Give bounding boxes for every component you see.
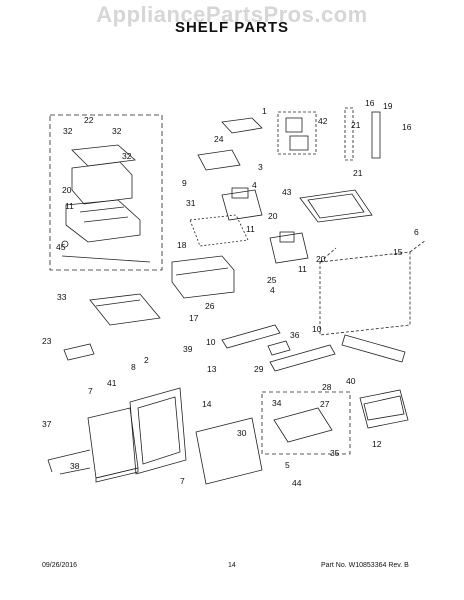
- callout: 19: [383, 101, 393, 111]
- side-rail-left: [344, 107, 354, 161]
- callout: 22: [84, 115, 94, 125]
- door-frame-8: [129, 387, 187, 475]
- cabinet-outline: [319, 251, 411, 336]
- knob-part: [61, 240, 69, 248]
- drawer-front-right: [195, 417, 263, 485]
- callout: 29: [254, 364, 264, 374]
- footer-date: 09/26/2016: [42, 562, 78, 569]
- callout: 6: [414, 227, 419, 237]
- callout: 39: [183, 344, 193, 354]
- callout: 21: [353, 168, 363, 178]
- callout: 16: [365, 98, 375, 108]
- callout-labels: 1 2 3 4 4 5 6 7 7 8 9 10 10 11 11 11 12 …: [42, 98, 419, 488]
- callout: 23: [42, 336, 52, 346]
- side-rail-right: [371, 111, 381, 159]
- bin-23: [63, 343, 95, 361]
- callout: 24: [214, 134, 224, 144]
- drawer-front-left: [87, 407, 139, 479]
- callout: 14: [202, 399, 212, 409]
- callout: 26: [205, 301, 215, 311]
- callout: 32: [112, 126, 122, 136]
- shelf-glass-1: [221, 117, 263, 134]
- callout: 44: [292, 478, 302, 488]
- bracket-36: [267, 340, 291, 356]
- callout: 32: [122, 151, 132, 161]
- callout: 4: [270, 285, 275, 295]
- shelf-frame-43: [299, 189, 373, 223]
- callout: 38: [70, 461, 80, 471]
- callout: 20: [316, 254, 326, 264]
- callout: 15: [393, 247, 403, 257]
- callout: 7: [180, 476, 185, 486]
- drawer-18: [171, 255, 235, 299]
- callout: 8: [131, 362, 136, 372]
- cover-33: [89, 293, 161, 326]
- callout: 21: [351, 120, 361, 130]
- callout: 3: [258, 162, 263, 172]
- bin-12: [359, 389, 409, 429]
- callout: 30: [237, 428, 247, 438]
- callout: 34: [272, 398, 282, 408]
- callout: 11: [246, 224, 255, 234]
- callout: 11: [65, 201, 74, 211]
- callout: 37: [42, 419, 52, 429]
- callout: 9: [182, 178, 187, 188]
- callout: 41: [107, 378, 117, 388]
- crisper-drawer-lower: [65, 199, 141, 243]
- shelf-glass-9: [197, 149, 241, 171]
- callout: 28: [322, 382, 332, 392]
- callout: 12: [372, 439, 382, 449]
- callout: 43: [282, 187, 292, 197]
- callout: 4: [252, 180, 257, 190]
- crisper-drawer-upper: [71, 161, 133, 205]
- callout: 25: [267, 275, 277, 285]
- drawer-assembly-upper: [221, 189, 263, 221]
- callout: 2: [144, 355, 149, 365]
- callout: 31: [186, 198, 196, 208]
- callout: 42: [318, 116, 328, 126]
- callout: 17: [189, 313, 199, 323]
- slide-rail-40: [341, 334, 406, 363]
- callout: 20: [268, 211, 278, 221]
- page-title: SHELF PARTS: [174, 19, 290, 36]
- callout: 40: [346, 376, 356, 386]
- watermark: AppliancePartsPros.com: [96, 2, 368, 27]
- callout: 33: [57, 292, 67, 302]
- callout: 36: [290, 330, 300, 340]
- callout: 20: [62, 185, 72, 195]
- callout: 35: [330, 448, 340, 458]
- crisper-cover: [71, 144, 136, 167]
- callout: 7: [88, 386, 93, 396]
- tray-group-44: [261, 391, 351, 455]
- footer-page-number: 14: [228, 562, 236, 569]
- slide-rail-10a: [221, 324, 281, 349]
- handle-37: [47, 449, 91, 461]
- callout: 18: [177, 240, 187, 250]
- callout: 10: [206, 337, 216, 347]
- shelf-glass-31: [189, 214, 249, 247]
- drawer-assembly-lower: [269, 232, 309, 264]
- callout: 10: [312, 324, 322, 334]
- slide-rail-28: [269, 344, 336, 372]
- callout: 11: [298, 264, 307, 274]
- callout: 1: [262, 106, 267, 116]
- callout: 5: [285, 460, 290, 470]
- crisper-assembly-group: [49, 114, 163, 271]
- callout: 13: [207, 364, 217, 374]
- callout: 27: [320, 399, 330, 409]
- footer-part-number: Part No. W10853364 Rev. B: [321, 562, 409, 569]
- callout: 45: [56, 242, 66, 252]
- callout: 32: [63, 126, 73, 136]
- callout: 16: [402, 122, 412, 132]
